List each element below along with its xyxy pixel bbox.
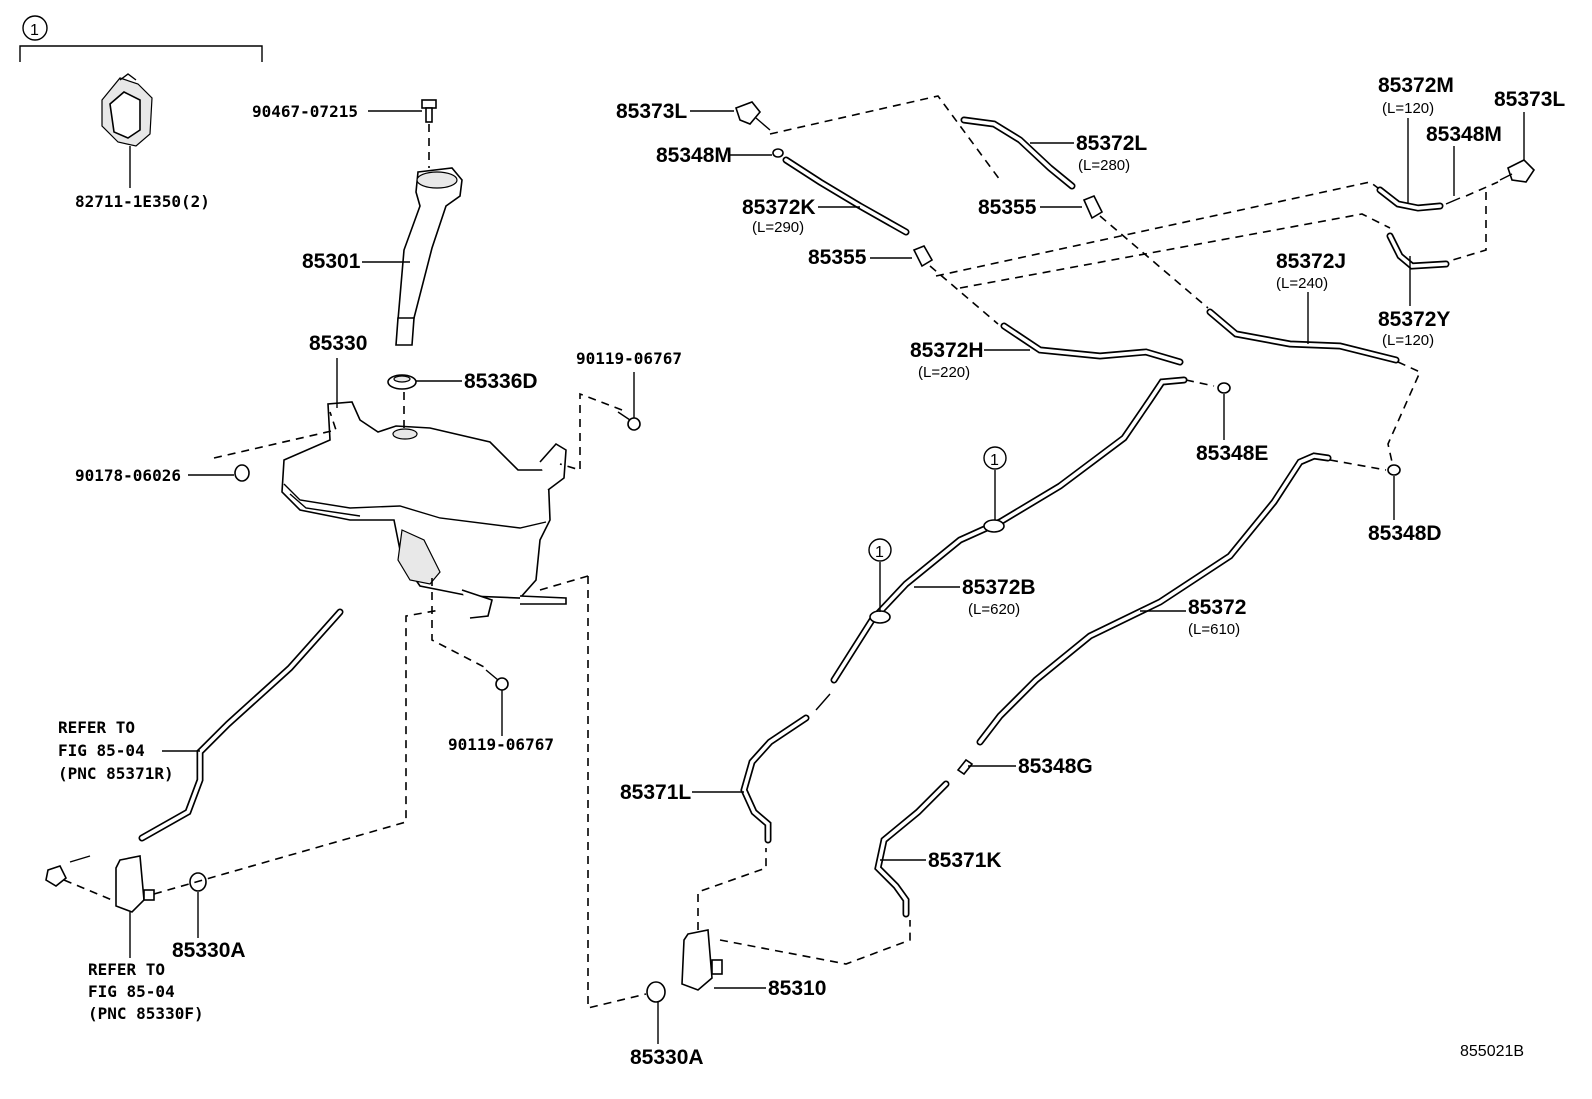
hose-85372Y [1386, 232, 1450, 306]
label-85348E: 85348E [1196, 442, 1268, 465]
connector-85355-right [1040, 194, 1209, 309]
len-85372H: (L=220) [918, 364, 970, 381]
label-85373L-right: 85373L [1494, 88, 1565, 111]
link-dashes [935, 181, 1391, 289]
label-85348M-left: 85348M [656, 144, 732, 167]
cap-85336D [387, 374, 462, 428]
hose-85372H [984, 322, 1184, 366]
drawing-id: 855021B [1460, 1043, 1524, 1060]
bolt-90119-lower [431, 578, 509, 736]
hose-85372M [1376, 118, 1444, 212]
label-85373L-left: 85373L [616, 100, 687, 123]
hose-85372L [960, 116, 1076, 190]
label-85348D: 85348D [1368, 522, 1442, 545]
inlet-85301 [362, 167, 463, 346]
len-85372Y: (L=120) [1382, 332, 1434, 349]
hose-85372K [782, 156, 910, 236]
len-85372J: (L=240) [1276, 275, 1328, 292]
connector-85355-left [870, 244, 999, 325]
label-85372: 85372 [1188, 596, 1246, 619]
label-85330: 85330 [309, 332, 367, 355]
ref2-line2: FIG 85-04 [88, 982, 175, 1001]
connector-85348E [1185, 379, 1231, 440]
callout-1-top: 1 [30, 22, 39, 39]
nut-90178 [188, 411, 338, 482]
ref1-line3: (PNC 85371R) [58, 764, 174, 783]
nozzle-85373L-right [1499, 112, 1536, 183]
label-90119-upper: 90119-06767 [576, 349, 682, 368]
clip-82711 [101, 73, 153, 188]
bolt-90119-upper [559, 372, 641, 472]
label-85348G: 85348G [1018, 755, 1093, 778]
callout-1-a: 1 [875, 544, 884, 561]
len-85372B: (L=620) [968, 601, 1020, 618]
pump-ref-85330F [45, 609, 441, 958]
label-85371L: 85371L [620, 781, 691, 804]
len-85372M: (L=120) [1382, 100, 1434, 117]
label-85330A-bottom: 85330A [630, 1046, 704, 1069]
ref2-line1: REFER TO [88, 960, 165, 979]
clip-90467 [368, 99, 437, 168]
label-85372H: 85372H [910, 339, 984, 362]
label-85372Y: 85372Y [1378, 308, 1450, 331]
label-85301: 85301 [302, 250, 361, 273]
nozzle-85373L-left [690, 95, 1001, 181]
label-85330A-left: 85330A [172, 939, 246, 962]
len-85372: (L=610) [1188, 621, 1240, 638]
label-85372M: 85372M [1378, 74, 1454, 97]
label-90178: 90178-06026 [75, 466, 181, 485]
label-85372L: 85372L [1076, 132, 1147, 155]
hose-85372J [1206, 292, 1422, 463]
connector-85348M-right [1445, 146, 1499, 263]
len-85372K: (L=290) [752, 219, 804, 236]
label-85372K: 85372K [742, 196, 816, 219]
pump-85310 [539, 575, 911, 1044]
tank-85330 [281, 358, 567, 619]
label-90467: 90467-07215 [252, 102, 358, 121]
hose-85371L [692, 714, 810, 844]
hose-85371K [874, 780, 950, 918]
label-85372J: 85372J [1276, 250, 1346, 273]
label-85371K: 85371K [928, 849, 1002, 872]
connector-85348D [1329, 459, 1401, 520]
connector-85348M-left [730, 148, 784, 158]
hose-ref-85371R [138, 608, 344, 842]
hose-85372B [830, 376, 1188, 684]
callout-1-b: 1 [990, 452, 999, 469]
label-85372B: 85372B [962, 576, 1036, 599]
hose-85372 [976, 452, 1332, 746]
ref1-line1: REFER TO [58, 718, 135, 737]
label-85336D: 85336D [464, 370, 538, 393]
label-90119-lower: 90119-06767 [448, 735, 554, 754]
connector-85348G [956, 758, 1016, 776]
label-85348M-right: 85348M [1426, 123, 1502, 146]
joint-85371L [815, 693, 831, 711]
label-85355-right: 85355 [978, 196, 1037, 219]
ref1-line2: FIG 85-04 [58, 741, 145, 760]
label-82711: 82711-1E350(2) [75, 192, 210, 211]
label-85355-left: 85355 [808, 246, 867, 269]
len-85372L: (L=280) [1078, 157, 1130, 174]
label-85310: 85310 [768, 977, 826, 1000]
ref2-line3: (PNC 85330F) [88, 1004, 204, 1023]
kit-bracket [19, 15, 263, 62]
